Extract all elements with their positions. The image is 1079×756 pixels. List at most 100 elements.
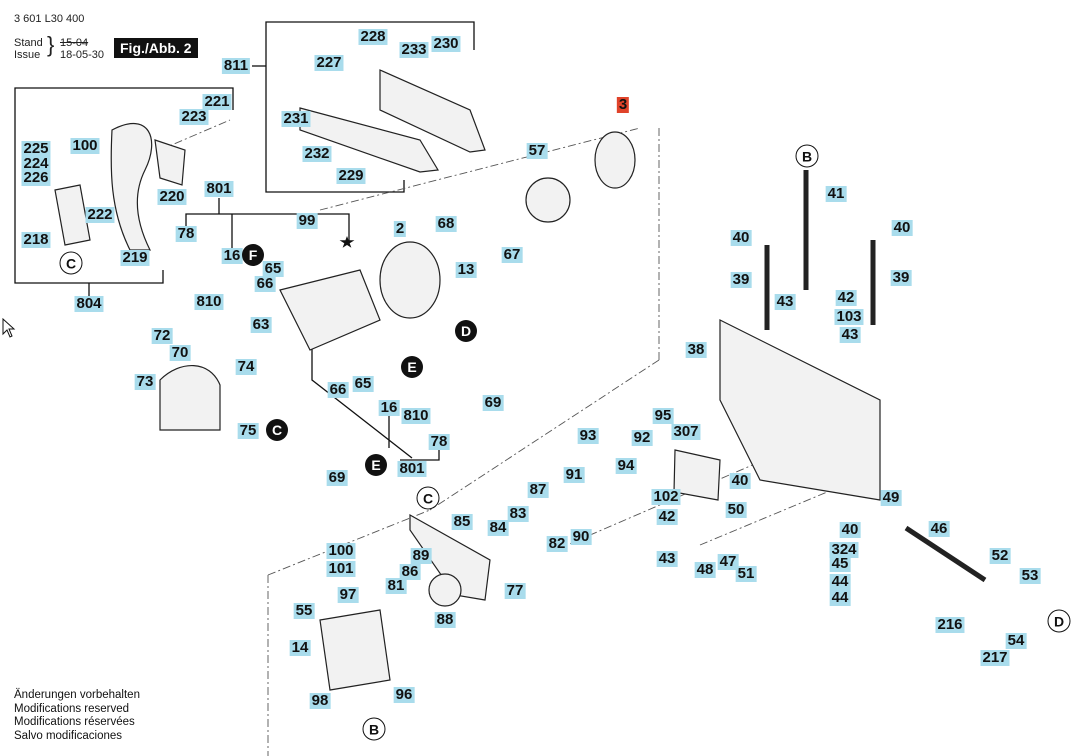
part-label-226: 226 bbox=[21, 169, 51, 186]
part-label-78: 78 bbox=[175, 225, 197, 242]
reference-marker-b: B bbox=[362, 717, 386, 741]
part-label-40: 40 bbox=[730, 229, 752, 246]
motor-housing bbox=[279, 269, 381, 351]
part-label-228: 228 bbox=[358, 28, 388, 45]
part-label-45: 45 bbox=[829, 555, 851, 572]
part-label-3: 3 bbox=[616, 96, 630, 113]
part-label-84: 84 bbox=[487, 519, 509, 536]
part-85-arm bbox=[409, 513, 491, 601]
group-box-804 bbox=[14, 87, 234, 284]
part-102-plate bbox=[673, 449, 721, 501]
reference-marker-c: C bbox=[266, 419, 288, 441]
part-label-224: 224 bbox=[21, 155, 51, 172]
part-label-68: 68 bbox=[435, 215, 457, 232]
part-label-54: 54 bbox=[1005, 632, 1027, 649]
part-label-49: 49 bbox=[880, 489, 902, 506]
reference-marker-d: D bbox=[455, 320, 477, 342]
part-label-69: 69 bbox=[326, 469, 348, 486]
part-label-103: 103 bbox=[834, 308, 864, 325]
part-label-42: 42 bbox=[835, 289, 857, 306]
part-label-39: 39 bbox=[730, 271, 752, 288]
part-label-55: 55 bbox=[293, 602, 315, 619]
part-label-43: 43 bbox=[774, 293, 796, 310]
reference-marker-e: E bbox=[401, 356, 423, 378]
part-label-47: 47 bbox=[717, 553, 739, 570]
part-label-810: 810 bbox=[194, 293, 224, 310]
brace: } bbox=[47, 32, 55, 57]
footer-line: Modifications réservées bbox=[14, 716, 135, 729]
part-label-40: 40 bbox=[729, 472, 751, 489]
part-label-231: 231 bbox=[281, 110, 311, 127]
document-number: 3 601 L30 400 bbox=[14, 13, 85, 25]
part-label-74: 74 bbox=[235, 358, 257, 375]
part-label-90: 90 bbox=[570, 528, 592, 545]
reference-marker-b: B bbox=[795, 144, 819, 168]
part-label-98: 98 bbox=[309, 692, 331, 709]
part-label-94: 94 bbox=[615, 457, 637, 474]
part-label-100: 100 bbox=[326, 542, 356, 559]
part-label-95: 95 bbox=[652, 407, 674, 424]
part-label-43: 43 bbox=[839, 326, 861, 343]
part-label-801: 801 bbox=[204, 180, 234, 197]
reference-marker-e: E bbox=[365, 454, 387, 476]
part-label-44: 44 bbox=[829, 589, 851, 606]
footer-notes: Änderungen vorbehalten Modifications res… bbox=[14, 689, 140, 743]
part-label-42: 42 bbox=[656, 508, 678, 525]
issue-date: 18-05-30 bbox=[60, 49, 105, 61]
part-label-43: 43 bbox=[656, 550, 678, 567]
part-label-89: 89 bbox=[410, 547, 432, 564]
part-label-50: 50 bbox=[725, 501, 747, 518]
part-88-pulley bbox=[428, 573, 462, 607]
part-label-48: 48 bbox=[694, 561, 716, 578]
part-label-93: 93 bbox=[577, 427, 599, 444]
part-label-97: 97 bbox=[337, 586, 359, 603]
part-label-65: 65 bbox=[352, 375, 374, 392]
part-57-baffle bbox=[525, 177, 571, 223]
part-label-16: 16 bbox=[221, 247, 243, 264]
part-label-88: 88 bbox=[434, 611, 456, 628]
part-label-40: 40 bbox=[839, 521, 861, 538]
part-218-bracket bbox=[54, 184, 91, 246]
part-label-219: 219 bbox=[120, 249, 150, 266]
part-label-66: 66 bbox=[254, 275, 276, 292]
part-label-86: 86 bbox=[399, 563, 421, 580]
part-label-78: 78 bbox=[428, 433, 450, 450]
part-label-230: 230 bbox=[431, 35, 461, 52]
part-label-217: 217 bbox=[980, 649, 1010, 666]
reference-marker-d: D bbox=[1047, 609, 1071, 633]
part-55-gear-housing bbox=[319, 609, 391, 691]
part-label-225: 225 bbox=[21, 140, 51, 157]
part-label-52: 52 bbox=[989, 547, 1011, 564]
part-label-220: 220 bbox=[157, 188, 187, 205]
part-label-99: 99 bbox=[296, 212, 318, 229]
part-label-75: 75 bbox=[237, 422, 259, 439]
part-label-69: 69 bbox=[482, 394, 504, 411]
part-228-guard bbox=[379, 69, 486, 153]
part-label-223: 223 bbox=[179, 108, 209, 125]
star-icon bbox=[339, 236, 355, 248]
part-label-810: 810 bbox=[401, 407, 431, 424]
footer-line: Salvo modificaciones bbox=[14, 729, 123, 742]
part-label-218: 218 bbox=[21, 231, 51, 248]
part-46-shaft bbox=[904, 525, 987, 583]
part-label-233: 233 bbox=[399, 41, 429, 58]
part-label-222: 222 bbox=[85, 206, 115, 223]
part-label-39: 39 bbox=[890, 269, 912, 286]
part-label-324: 324 bbox=[829, 541, 859, 558]
part-label-82: 82 bbox=[546, 535, 568, 552]
part-label-307: 307 bbox=[671, 423, 701, 440]
group-box-811 bbox=[265, 21, 475, 193]
part-label-16: 16 bbox=[378, 399, 400, 416]
part-label-66: 66 bbox=[327, 381, 349, 398]
reference-marker-c: C bbox=[59, 251, 83, 275]
footer-line: Modifications reserved bbox=[14, 702, 130, 715]
part-label-221: 221 bbox=[202, 93, 232, 110]
part-219-riving-knife bbox=[110, 123, 153, 251]
part-label-87: 87 bbox=[527, 481, 549, 498]
part-label-53: 53 bbox=[1019, 567, 1041, 584]
part-label-44: 44 bbox=[829, 573, 851, 590]
part-38-frame bbox=[719, 319, 881, 501]
part-label-46: 46 bbox=[928, 520, 950, 537]
